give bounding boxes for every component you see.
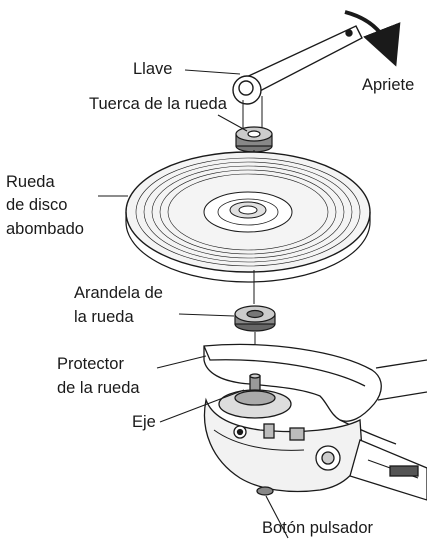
label-guard-line-1: Protector <box>57 355 124 373</box>
label-washer-line-1: Arandela de <box>74 284 163 302</box>
label-wheel-line-1: Rueda <box>6 173 55 191</box>
leader-lines <box>98 69 289 539</box>
label-wheel-nut: Tuerca de la rueda <box>89 95 227 113</box>
label-wheel-line-3: abombado <box>6 220 84 238</box>
label-wrench: Llave <box>133 60 173 78</box>
wheel-nut-icon <box>235 126 273 153</box>
wheel-guard-icon <box>203 343 427 445</box>
gear-housing-icon <box>203 373 427 501</box>
rotation-arrow-icon <box>344 10 401 67</box>
wrench-icon <box>232 25 363 128</box>
label-spindle: Eje <box>132 413 156 431</box>
label-washer-line-2: la rueda <box>74 308 134 326</box>
wheel-washer-icon <box>234 305 276 332</box>
label-guard-line-2: de la rueda <box>57 379 140 397</box>
label-push-button: Botón pulsador <box>262 519 373 537</box>
label-tighten: Apriete <box>362 76 415 94</box>
label-wheel-line-2: de disco <box>6 196 68 214</box>
grinding-disc-icon <box>125 151 371 283</box>
